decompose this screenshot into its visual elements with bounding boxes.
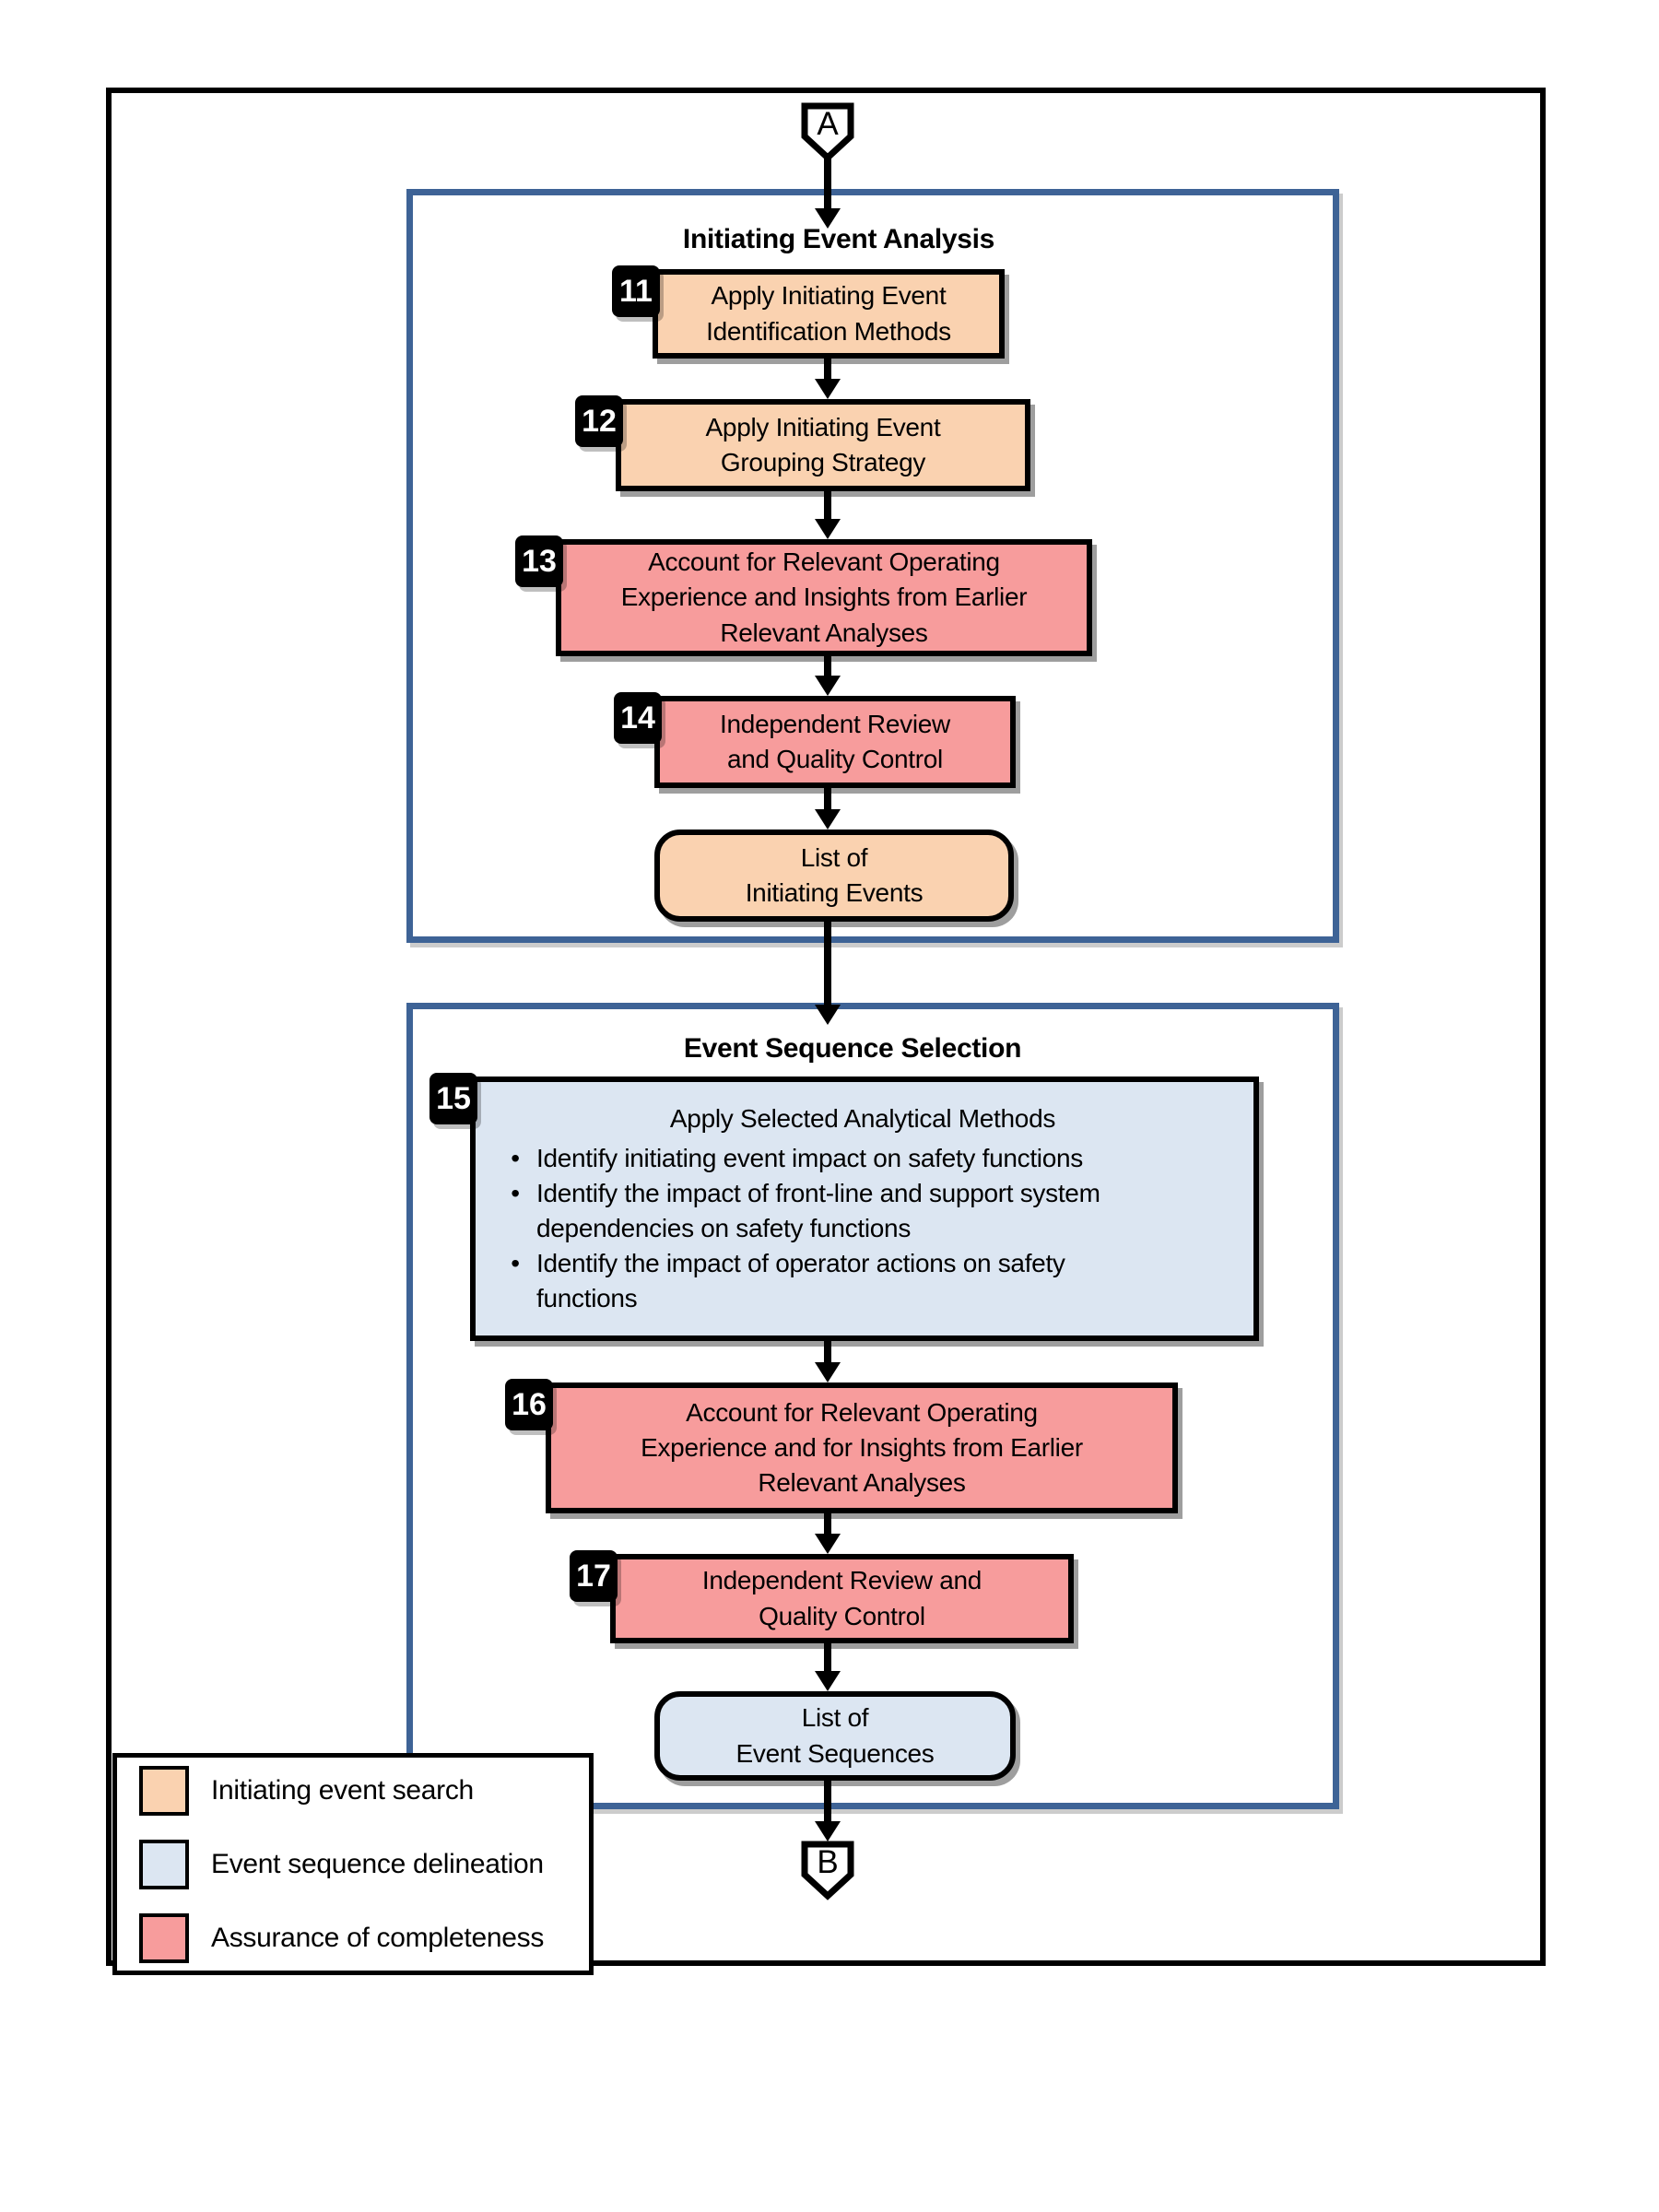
arrowhead-down-icon: [815, 208, 841, 229]
arrow: [815, 656, 841, 696]
legend: Initiating event search Event sequence d…: [112, 1753, 594, 1975]
step13-line3: Relevant Analyses: [720, 618, 928, 647]
outer-frame: [106, 88, 1546, 1966]
output2-line1: List of: [801, 1703, 869, 1733]
output1-line2: Initiating Events: [745, 878, 924, 907]
step-badge-13: 13: [515, 535, 563, 587]
section-event-sequence-selection: [406, 1003, 1339, 1809]
output-box-event-sequences: List of Event Sequences: [654, 1691, 1016, 1781]
step-box-13: Account for Relevant Operating Experienc…: [556, 539, 1092, 656]
step14-line1: Independent Review: [720, 709, 950, 738]
legend-item-event-sequence-delineation: Event sequence delineation: [139, 1839, 589, 1889]
arrow: [815, 1513, 841, 1554]
output-box-initiating-events: List of Initiating Events: [654, 830, 1014, 922]
step14-line2: and Quality Control: [727, 745, 943, 773]
step-badge-15: 15: [429, 1073, 477, 1124]
arrow: [815, 1781, 841, 1841]
arrow: [815, 359, 841, 399]
step13-line2: Experience and Insights from Earlier: [620, 582, 1028, 612]
arrowhead-down-icon: [815, 676, 841, 696]
connector-a-label: A: [817, 106, 839, 142]
step-badge-14: 14: [614, 692, 662, 744]
step16-line2: Experience and for Insights from Earlier: [641, 1432, 1083, 1462]
step17-line2: Quality Control: [759, 1601, 925, 1630]
step12-line1: Apply Initiating Event: [705, 412, 941, 441]
arrow: [815, 788, 841, 830]
step-badge-12: 12: [575, 395, 623, 447]
step-badge-11: 11: [612, 265, 660, 317]
bullet1-line1: Identify initiating event impact on safe…: [536, 1143, 1083, 1172]
arrow: [815, 1643, 841, 1691]
step11-line1: Apply Initiating Event: [711, 281, 947, 311]
bullet-icon: •: [511, 1178, 520, 1207]
step-badge-17: 17: [570, 1550, 618, 1602]
connector-b-label: B: [817, 1844, 839, 1880]
bullet-icon: •: [511, 1248, 520, 1277]
pentagon-down-icon: [801, 1841, 854, 1900]
arrowhead-down-icon: [815, 809, 841, 830]
legend-item-assurance-of-completeness: Assurance of completeness: [139, 1912, 589, 1963]
step15-bullet-1: • Identify initiating event impact on sa…: [494, 1141, 1231, 1176]
legend-item-initiating-event-search: Initiating event search: [139, 1765, 589, 1816]
section2-title: Event Sequence Selection: [683, 1033, 1022, 1064]
section-initiating-event-analysis: [406, 189, 1339, 943]
arrowhead-down-icon: [815, 1362, 841, 1382]
offpage-connector-a: A: [799, 101, 856, 162]
arrow: [815, 153, 841, 229]
legend-swatch-blue: [139, 1839, 189, 1889]
arrow: [815, 491, 841, 539]
step-box-17: Independent Review and Quality Control: [610, 1554, 1074, 1643]
arrow: [815, 1341, 841, 1382]
legend-label: Event sequence delineation: [211, 1848, 544, 1879]
offpage-connector-b: B: [799, 1840, 856, 1900]
arrowhead-down-icon: [815, 519, 841, 539]
arrow: [815, 922, 841, 1025]
step-box-12: Apply Initiating Event Grouping Strategy: [616, 399, 1030, 491]
step12-line2: Grouping Strategy: [720, 448, 926, 477]
bullet3-line1: Identify the impact of operator actions …: [536, 1248, 1065, 1277]
bullet2-line2: dependencies on safety functions: [536, 1213, 912, 1242]
step17-line1: Independent Review and: [701, 1566, 982, 1595]
bullet3-line2: functions: [536, 1283, 638, 1312]
step13-line1: Account for Relevant Operating: [648, 547, 1000, 577]
arrowhead-down-icon: [815, 379, 841, 399]
step-box-15: Apply Selected Analytical Methods • Iden…: [470, 1077, 1259, 1341]
arrowhead-down-icon: [815, 1534, 841, 1554]
step-badge-16: 16: [505, 1379, 553, 1430]
pentagon-down-icon: [801, 102, 854, 162]
step-box-16: Account for Relevant Operating Experienc…: [546, 1382, 1178, 1513]
step-box-11: Apply Initiating Event Identification Me…: [653, 269, 1005, 359]
arrowhead-down-icon: [815, 1005, 841, 1025]
legend-label: Initiating event search: [211, 1774, 474, 1806]
step11-line2: Identification Methods: [706, 316, 951, 346]
legend-swatch-orange: [139, 1765, 189, 1816]
step-box-14: Independent Review and Quality Control: [654, 696, 1016, 788]
arrowhead-down-icon: [815, 1671, 841, 1691]
step16-line3: Relevant Analyses: [758, 1468, 966, 1498]
step16-line1: Account for Relevant Operating: [686, 1397, 1038, 1427]
arrowhead-down-icon: [815, 1821, 841, 1841]
section1-title: Initiating Event Analysis: [682, 224, 995, 254]
step15-bullet-2: • Identify the impact of front-line and …: [494, 1176, 1231, 1246]
step15-bullet-3: • Identify the impact of operator action…: [494, 1246, 1231, 1316]
bullet2-line1: Identify the impact of front-line and su…: [536, 1178, 1100, 1207]
output2-line2: Event Sequences: [735, 1738, 935, 1768]
output1-line1: List of: [800, 842, 868, 872]
bullet-icon: •: [511, 1143, 520, 1172]
step15-title: Apply Selected Analytical Methods: [669, 1104, 1056, 1134]
legend-swatch-pink: [139, 1912, 189, 1963]
legend-label: Assurance of completeness: [211, 1922, 545, 1953]
